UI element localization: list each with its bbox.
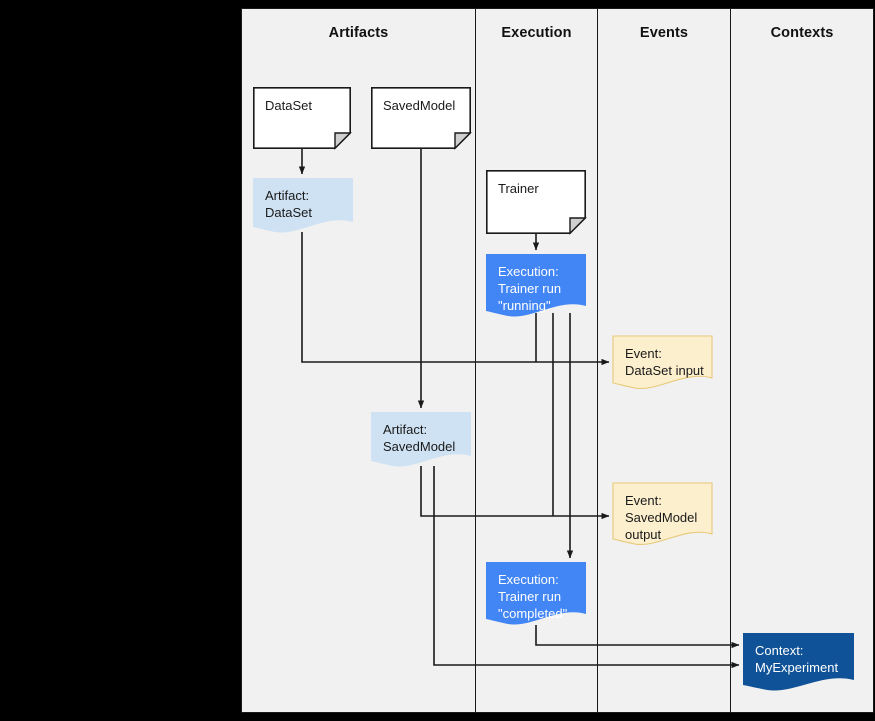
swimlane-title-execution: Execution (476, 25, 597, 41)
node-label-context-myexperiment: Context: MyExperiment (755, 642, 846, 676)
node-trainer-doc[interactable]: Trainer (486, 170, 586, 234)
node-dataset-doc[interactable]: DataSet (253, 87, 351, 149)
node-savedmodel-doc[interactable]: SavedModel (371, 87, 471, 149)
swimlane-title-artifacts: Artifacts (242, 25, 475, 41)
node-artifact-dataset[interactable]: Artifact: DataSet (253, 178, 353, 233)
node-event-savedmodel-output[interactable]: Event: SavedModel output (613, 483, 712, 545)
node-label-execution-completed: Execution: Trainer run "completed" (498, 571, 578, 622)
node-artifact-savedmodel[interactable]: Artifact: SavedModel (371, 412, 471, 467)
node-context-myexperiment[interactable]: Context: MyExperiment (743, 633, 854, 691)
node-label-execution-running: Execution: Trainer run "running" (498, 263, 578, 314)
swimlane-title-contexts: Contexts (731, 25, 873, 41)
node-execution-running[interactable]: Execution: Trainer run "running" (486, 254, 586, 317)
node-label-trainer-doc: Trainer (498, 180, 578, 197)
swimlane-title-events: Events (598, 25, 730, 41)
node-label-dataset-doc: DataSet (265, 97, 343, 114)
node-label-event-dataset-input: Event: DataSet input (625, 345, 704, 379)
swimlane-contexts: Contexts (730, 8, 874, 713)
node-label-artifact-savedmodel: Artifact: SavedModel (383, 421, 463, 455)
node-label-artifact-dataset: Artifact: DataSet (265, 187, 345, 221)
node-event-dataset-input[interactable]: Event: DataSet input (613, 336, 712, 389)
node-label-savedmodel-doc: SavedModel (383, 97, 463, 114)
node-execution-completed[interactable]: Execution: Trainer run "completed" (486, 562, 586, 625)
node-label-event-savedmodel-output: Event: SavedModel output (625, 492, 704, 543)
